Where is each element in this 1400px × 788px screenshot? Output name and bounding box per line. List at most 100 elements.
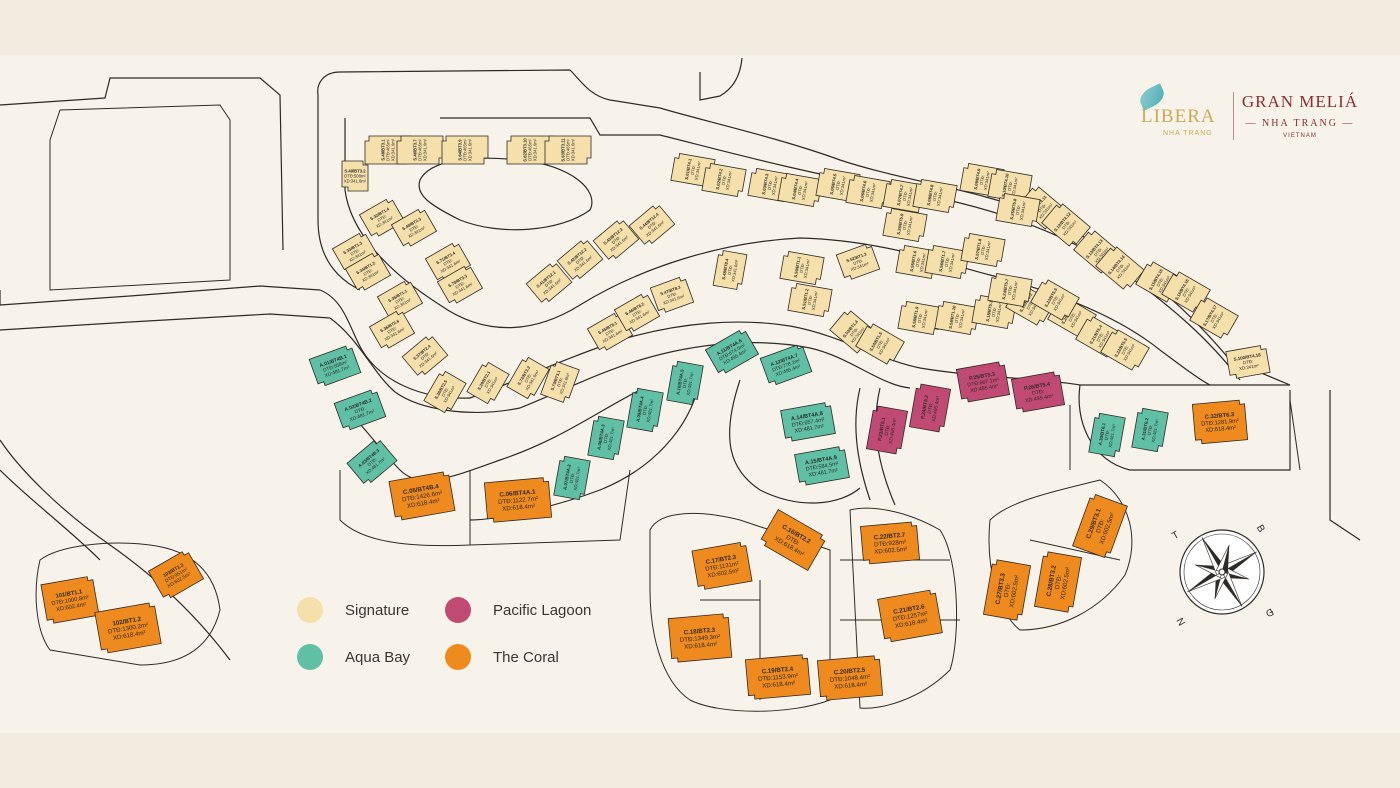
lot-label: XD:618.4m² bbox=[684, 641, 718, 651]
plot-boundary bbox=[849, 507, 958, 709]
lot-label: S.05/BT4.5 bbox=[829, 173, 838, 195]
lot-label: DTĐ: bbox=[366, 457, 377, 467]
lot-label: DTĐ: bbox=[1155, 276, 1164, 287]
lot-footprint bbox=[912, 178, 958, 214]
lot-label: A.10/BT4A.5 bbox=[675, 368, 685, 395]
lot-footprint bbox=[1191, 399, 1249, 445]
road-segment bbox=[0, 285, 321, 306]
lot-label: XD:495.4m² bbox=[970, 383, 999, 394]
lot-footprint bbox=[955, 361, 1011, 403]
lot-label: DTĐ: bbox=[1115, 263, 1125, 274]
plot-boundary bbox=[649, 513, 831, 712]
lot-label: DTĐ: bbox=[1015, 205, 1022, 216]
lot-footprint bbox=[845, 174, 891, 210]
lot-label: DTĐ: bbox=[1032, 389, 1045, 397]
lot-label: DTĐ: bbox=[349, 247, 360, 256]
lot-label: S.10/BT4.10 bbox=[1001, 172, 1010, 197]
lot-label: 101/BT1.1 bbox=[55, 589, 83, 600]
lot-label: XD:481.7m² bbox=[573, 466, 582, 491]
legend-label-aqua-bay: Aqua Bay bbox=[345, 648, 411, 666]
lot-label: XD:341m² bbox=[958, 309, 966, 329]
lot-label: DTĐ:1048.4m² bbox=[830, 673, 871, 684]
